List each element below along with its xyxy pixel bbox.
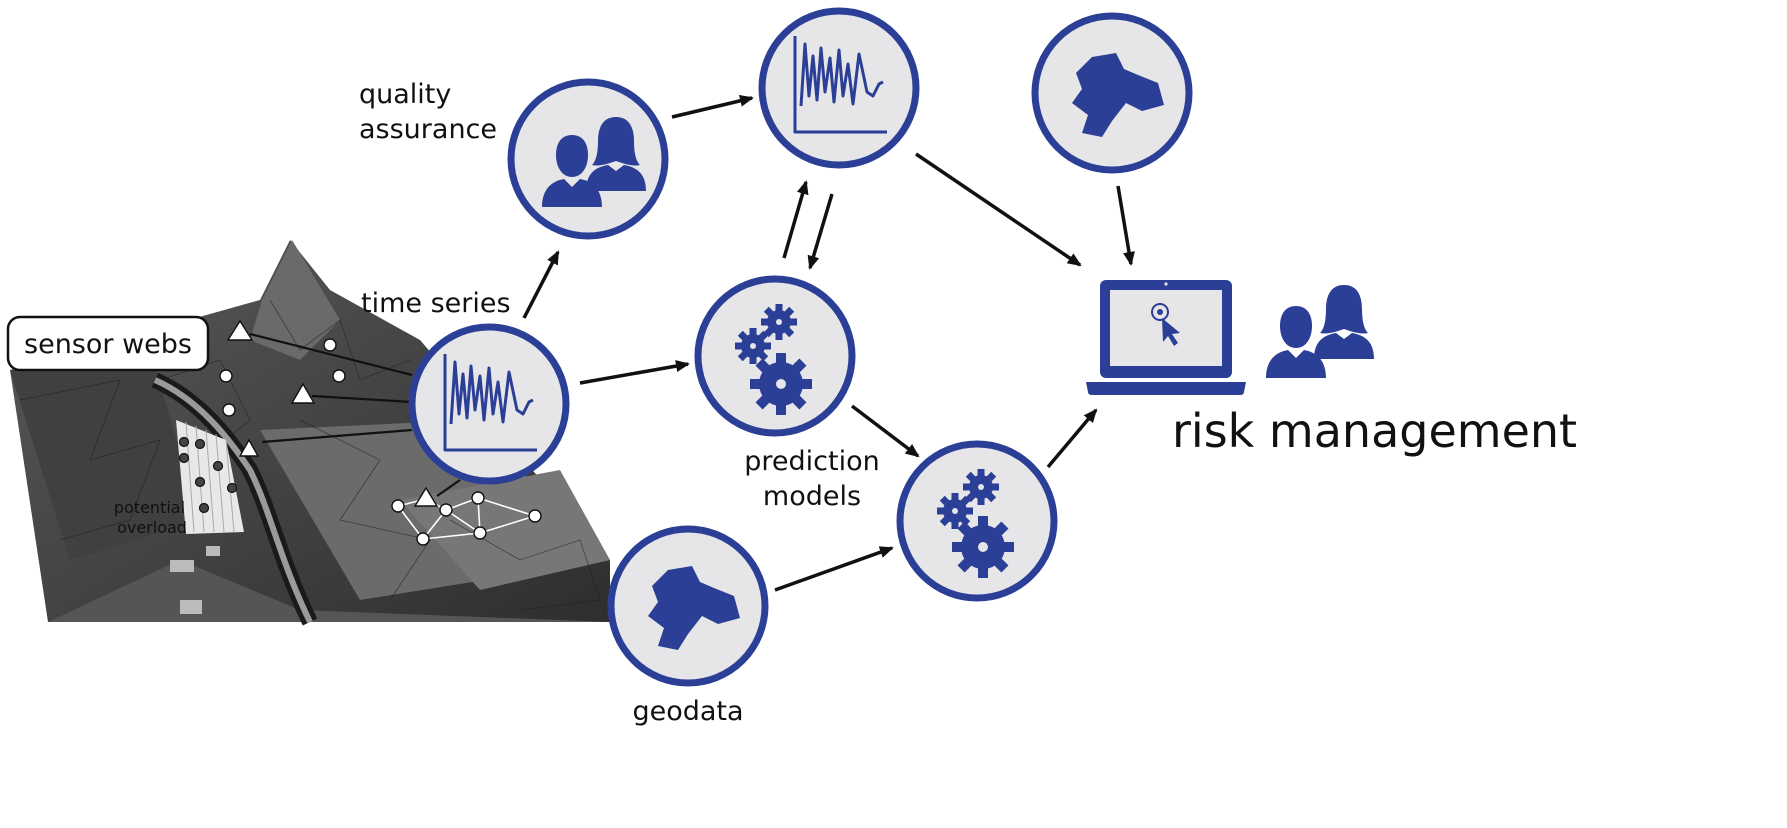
prediction-models-label-line1: prediction <box>744 446 879 477</box>
arrow-timeseries-to-risk <box>915 152 1082 267</box>
overload-markers <box>178 436 238 514</box>
node-prediction-models-low <box>896 440 1058 602</box>
node-geodata-bottom <box>607 525 769 687</box>
arrow-geodata-to-model2 <box>774 546 894 592</box>
arrow-model2-to-risk <box>1046 408 1098 469</box>
cursor-icon <box>1162 318 1180 346</box>
node-prediction-models-mid <box>694 275 856 437</box>
risk-management-label: risk management <box>1172 404 1577 458</box>
prediction-models-label-line2: models <box>763 481 861 512</box>
gear-icon <box>750 353 812 415</box>
sensor-nodes <box>219 319 542 546</box>
node-time-series-top <box>758 7 920 169</box>
risk-people-icon <box>1266 285 1374 378</box>
arrow-timeseries-to-qa <box>522 250 560 319</box>
node-geodata-top <box>1031 12 1193 174</box>
arrows <box>522 94 1135 592</box>
arrow-timeseries-to-prediction-down <box>807 193 834 270</box>
arrow-prediction-to-model2 <box>850 404 920 458</box>
laptop-icon <box>1086 280 1246 395</box>
gear-icon <box>937 493 973 529</box>
node-quality-assurance <box>507 78 669 240</box>
gear-icon <box>952 516 1014 578</box>
sensor-webs-label: sensor webs <box>24 329 192 360</box>
node-time-series-left <box>408 323 570 485</box>
geodata-label: geodata <box>632 696 743 727</box>
arrow-geodata-to-risk <box>1116 185 1135 266</box>
quality-assurance-label-line1: quality <box>359 79 451 110</box>
arrow-timeseries-to-prediction <box>579 360 690 385</box>
person-icon <box>1266 306 1326 378</box>
quality-assurance-label-line2: assurance <box>359 114 497 145</box>
potential-overload-label: potential overload <box>114 498 190 537</box>
arrow-prediction-to-timeseries <box>782 180 809 259</box>
person-female-icon <box>1314 285 1374 359</box>
time-series-label: time series <box>361 288 511 319</box>
arrow-qa-to-timeseries <box>671 94 754 119</box>
sensor-webs-callout: sensor webs <box>6 315 210 372</box>
gear-icon <box>735 328 771 364</box>
